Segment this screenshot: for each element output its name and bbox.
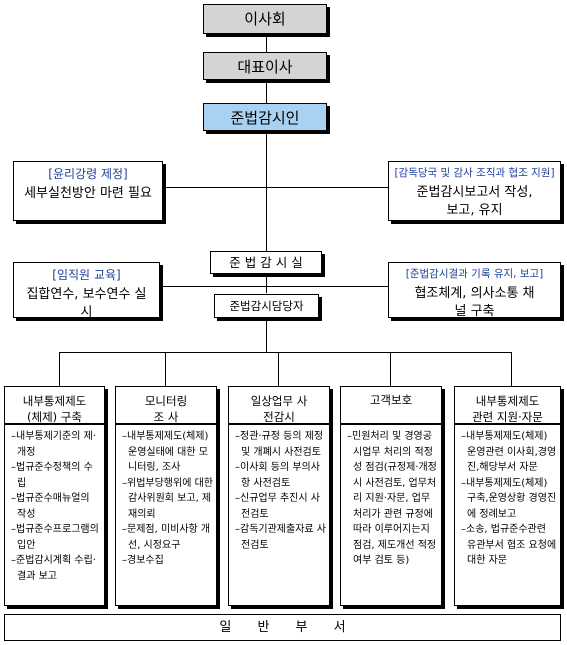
list-item: –법규준수정책의 수립 bbox=[11, 462, 93, 489]
column-items-internal-control: –내부통제기준의 제·개정 –법규준수정책의 수립 –법규준수매뉴얼의 작성 –… bbox=[4, 424, 105, 606]
connector-line bbox=[266, 272, 267, 293]
authority-support-body: 준법감시보고서 작성, 보고, 유지 bbox=[416, 185, 533, 218]
ethics-code-box: [윤리강령 제정] 세부실천방안 마련 필요 bbox=[13, 161, 163, 221]
list-item: –법규준수프로그램의 입안 bbox=[11, 524, 99, 551]
column-items-daily-review: –정관·규정 등의 제정 및 개폐시 사전검토 –이사회 등의 부의사항 사전검… bbox=[228, 424, 330, 606]
list-item: –위법부당행위에 대한 감사위원회 보고, 제재의뢰 bbox=[122, 477, 213, 520]
compliance-record-title: [준법감시결과 기록 유지, 보고] bbox=[405, 268, 544, 280]
list-item: –민원처리 및 경영공시업무 처리의 적정성 점검(규정제·개정시 사전검토, … bbox=[347, 431, 437, 566]
connector-line bbox=[59, 352, 60, 386]
compliance-staff-box: 준법감시담당자 bbox=[214, 294, 319, 318]
compliance-officer-label: 준법감시인 bbox=[230, 109, 300, 127]
list-item: –소송, 법규준수관련 유관부서 협조 요청에 대한 자문 bbox=[461, 524, 557, 566]
list-item: –준법감시계획 수립·결과 보고 bbox=[11, 555, 96, 582]
connector-line bbox=[266, 130, 267, 253]
connector-line bbox=[163, 187, 266, 188]
compliance-record-box: [준법감시결과 기록 유지, 보고] 협조체계, 의사소통 채널 구축 bbox=[388, 262, 561, 319]
column-items-support-advice: –내부통제제도(체제) 운영관련 이사회,경영진,해당부서 자문 –내부통제제도… bbox=[454, 424, 561, 606]
list-item: –문제점, 미비사항 개선, 시정요구 bbox=[122, 524, 211, 551]
compliance-office-label: 준 법 감 시 실 bbox=[229, 255, 303, 270]
authority-support-box: [감독당국 및 감사 조직과 협조 지원] 준법감시보고서 작성, 보고, 유지 bbox=[388, 161, 561, 221]
compliance-record-body: 협조체계, 의사소통 채널 구축 bbox=[414, 286, 535, 319]
connector-line bbox=[511, 352, 512, 386]
staff-training-box: [임직원 교육] 집합연수, 보수연수 실시 bbox=[13, 262, 160, 320]
connector-line bbox=[390, 352, 391, 386]
compliance-officer-box: 준법감시인 bbox=[203, 103, 327, 131]
list-item: –법규준수매뉴얼의 작성 bbox=[11, 493, 90, 520]
connector-line bbox=[266, 187, 388, 188]
general-department-label: 일 반 부 서 bbox=[219, 620, 346, 635]
staff-training-body: 집합연수, 보수연수 실시 bbox=[26, 287, 147, 320]
connector-line bbox=[266, 286, 388, 287]
connector-line bbox=[59, 352, 512, 353]
ethics-code-title: [윤리강령 제정] bbox=[48, 167, 128, 181]
compliance-office-box: 준 법 감 시 실 bbox=[210, 251, 322, 274]
list-item: –내부통제제도(체제)운영실태에 대한 모니터링, 조사 bbox=[122, 431, 209, 473]
ceo-box: 대표이사 bbox=[203, 52, 327, 80]
ethics-code-body: 세부실천방안 마련 필요 bbox=[24, 186, 152, 201]
connector-line bbox=[278, 352, 279, 386]
column-header-customer-protection: 고객보호 bbox=[340, 386, 442, 424]
column-header-monitoring: 모니터링 조 사 bbox=[115, 386, 217, 424]
ceo-label: 대표이사 bbox=[237, 58, 293, 76]
connector-line bbox=[266, 318, 267, 352]
connector-line bbox=[266, 33, 267, 53]
column-items-monitoring: –내부통제제도(체제)운영실태에 대한 모니터링, 조사 –위법부당행위에 대한… bbox=[115, 424, 217, 606]
column-header-internal-control: 내부통제제도 (체제) 구축 bbox=[4, 386, 105, 424]
authority-support-title: [감독당국 및 감사 조직과 협조 지원] bbox=[394, 167, 555, 179]
staff-training-title: [임직원 교육] bbox=[52, 268, 121, 282]
list-item: –내부통제기준의 제·개정 bbox=[11, 431, 96, 458]
board-label: 이사회 bbox=[244, 10, 286, 28]
connector-line bbox=[165, 352, 166, 386]
list-item: –정관·규정 등의 제정 및 개폐시 사전검토 bbox=[235, 431, 324, 458]
list-item: –감독기관제출자료 사전검토 bbox=[235, 524, 326, 551]
connector-line bbox=[266, 79, 267, 105]
general-department-box: 일 반 부 서 bbox=[4, 614, 561, 641]
list-item: –신규업무 추진시 사전검토 bbox=[235, 493, 320, 520]
list-item: –내부통제제도(체제) 운영관련 이사회,경영진,해당부서 자문 bbox=[461, 431, 557, 473]
list-item: –내부통제제도(체제) 구축,운영상황 경영진에 정례보고 bbox=[461, 477, 557, 520]
column-items-customer-protection: –민원처리 및 경영공시업무 처리의 적정성 점검(규정제·개정시 사전검토, … bbox=[340, 424, 442, 606]
column-header-daily-review: 일상업무 사전감시 bbox=[228, 386, 330, 424]
column-header-support-advice: 내부통제제도 관련 지원·자문 bbox=[454, 386, 561, 424]
connector-line bbox=[160, 286, 266, 287]
list-item: –이사회 등의 부의사항 사전검토 bbox=[235, 462, 320, 489]
list-item: –경보수집 bbox=[122, 555, 164, 566]
compliance-staff-label: 준법감시담당자 bbox=[229, 299, 304, 313]
board-box: 이사회 bbox=[203, 4, 327, 34]
